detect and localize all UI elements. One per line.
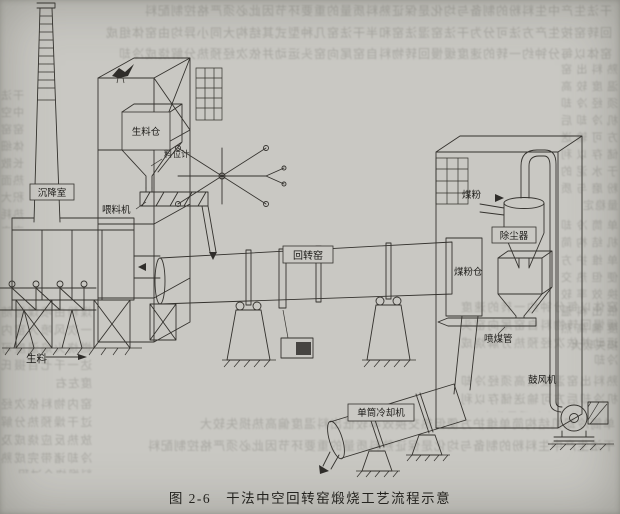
- kiln-drive: [280, 309, 314, 359]
- raw-meal-hopper: 生料仓: [121, 103, 183, 189]
- right-tower: [435, 135, 583, 429]
- coal-powder-silo: 煤粉仓: [454, 250, 553, 319]
- label-coal-injection-pipe: 喷煤管: [484, 333, 513, 345]
- label-level-indicator: 料位计: [164, 149, 190, 159]
- label-blower: 鼓风机: [528, 374, 557, 386]
- feeder: 喂料机: [102, 187, 217, 260]
- level-indicator: 料位计: [150, 149, 190, 167]
- coal-injection-pipe: 喷煤管: [437, 317, 537, 345]
- figure-caption: 图 2-6 干法中空回转窑煅烧工艺流程示意: [168, 491, 452, 506]
- label-coal-powder: 煤粉: [462, 189, 482, 201]
- process-flow-diagram: 生料仓 料位计 喂料机: [0, 2, 614, 478]
- riser-pipe: [520, 149, 557, 403]
- label-feeder: 喂料机: [102, 204, 131, 216]
- label-settling-chamber-group: 沉降室: [29, 183, 75, 201]
- kiln-hood: [445, 237, 483, 395]
- label-single-drum-cooler: 单筒冷却机: [357, 407, 405, 419]
- settling-chamber: [11, 217, 177, 349]
- coal-powder-inlet: 煤粉: [462, 189, 504, 202]
- gas-flow-arrow: [138, 263, 146, 271]
- feed-tower: [97, 57, 223, 343]
- label-settling-chamber: 沉降室: [38, 187, 67, 199]
- blower: 鼓风机: [528, 374, 614, 451]
- kiln-supports: [226, 296, 411, 361]
- feed-conveyor: [0, 280, 142, 360]
- label-raw-meal: 生料: [26, 352, 47, 365]
- label-raw-meal-silo: 生料仓: [132, 126, 161, 138]
- label-coal-powder-silo: 煤粉仓: [454, 266, 483, 278]
- raw-meal-flow-arrow: [78, 354, 87, 360]
- label-rotary-kiln: 回转窑: [293, 249, 323, 262]
- drum-cooler: 单筒冷却机: [319, 383, 467, 478]
- bird-figure: [112, 64, 134, 84]
- rotary-kiln: 回转窑: [154, 241, 453, 368]
- dust-collector-cyclone: 除尘器: [479, 149, 557, 403]
- label-dust-collector: 除尘器: [500, 230, 529, 242]
- weigh-mechanism: [175, 145, 287, 207]
